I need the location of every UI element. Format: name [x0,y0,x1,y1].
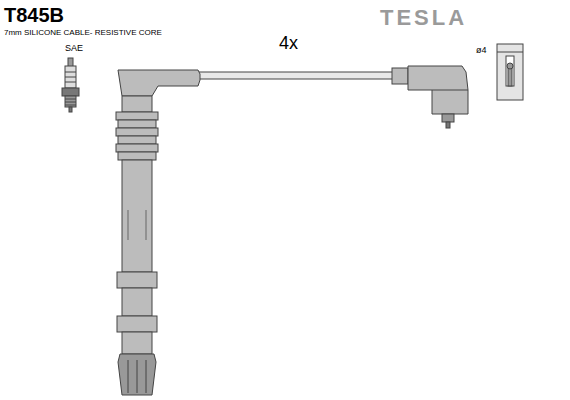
ribbed-boot [116,112,158,160]
quantity-label: 4x [279,34,298,54]
boot-tube [122,160,152,272]
plug-boot-head [118,70,200,96]
cable-spec-note: 7mm SILICONE CABLE- RESISTIVE CORE [4,29,162,38]
boot-tip [118,354,156,395]
brand-watermark: TESLA [380,6,467,30]
spark-plug-icon [62,58,79,112]
terminal-icon [497,44,523,100]
plug-type-label: SAE [65,44,83,54]
diameter-label: ø4 [476,46,487,56]
part-number-title: T845B [4,4,64,26]
cable [196,72,396,79]
coil-connector [392,66,468,128]
